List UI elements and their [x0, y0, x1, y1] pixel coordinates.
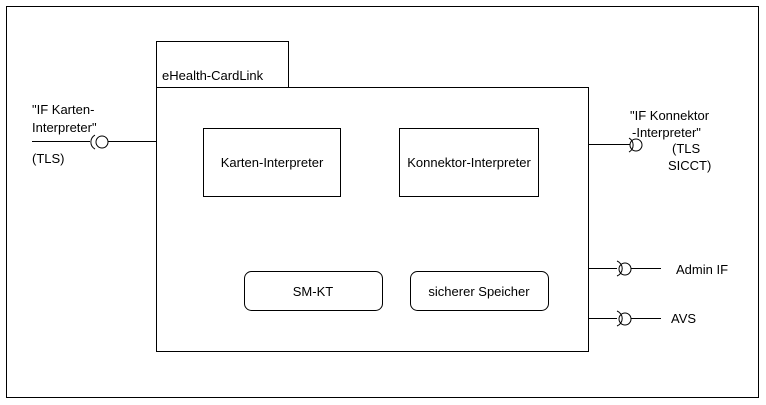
left-interface-name-line1: "IF Karten-: [32, 102, 94, 117]
karten-interpreter-label: Karten-Interpreter: [221, 155, 324, 170]
konnektor-interface-name-line1: "IF Konnektor: [630, 108, 710, 123]
konnektor-interface-connector: [588, 137, 643, 153]
karten-interpreter-box: [203, 128, 341, 197]
component-body: [156, 87, 589, 352]
sm-kt-label: SM-KT: [293, 284, 334, 299]
sicherer-speicher-box: [410, 271, 549, 311]
konnektor-interface-protocol-line1: (TLS: [672, 141, 701, 156]
avs-interface-connector: [588, 310, 661, 327]
component-tab: [156, 41, 289, 88]
admin-interface-connector: [588, 260, 661, 277]
sicherer-speicher-label: sicherer Speicher: [428, 284, 530, 299]
konnektor-interface-protocol-line2: SICCT): [668, 158, 711, 173]
sm-kt-box: [244, 271, 383, 311]
admin-interface-label: Admin IF: [676, 262, 728, 277]
left-interface-connector: [32, 134, 156, 150]
konnektor-interpreter-box: [399, 128, 539, 197]
konnektor-interface-name-line2: -Interpreter": [632, 125, 701, 140]
left-interface-name-line2: Interpreter": [32, 120, 97, 135]
left-interface-protocol: (TLS): [32, 151, 65, 166]
component-tab-label: eHealth-CardLink: [162, 68, 264, 83]
avs-interface-label: AVS: [671, 311, 696, 326]
konnektor-interpreter-label: Konnektor-Interpreter: [407, 155, 531, 170]
